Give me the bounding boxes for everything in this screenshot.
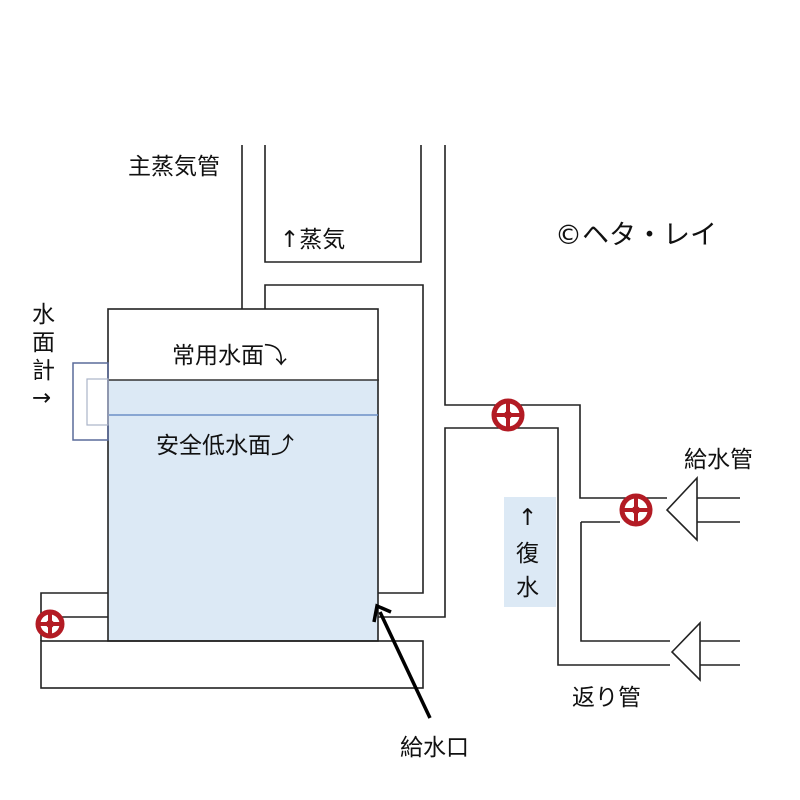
condensate-char-2: 水 bbox=[516, 575, 539, 601]
gauge-arrow: → bbox=[32, 385, 51, 411]
gauge-char-3: 計 bbox=[32, 358, 55, 384]
boiler-base bbox=[40, 640, 424, 689]
return-pipe-label: 返り管 bbox=[572, 685, 641, 711]
gauge-char-1: 水 bbox=[32, 302, 55, 328]
safe-low-water-level-label: 安全低水面⤴ bbox=[156, 433, 294, 459]
water-body bbox=[108, 380, 378, 641]
water-gauge bbox=[72, 362, 109, 441]
main-steam-pipe-label: 主蒸気管 bbox=[128, 154, 220, 180]
main-steam-pipe bbox=[241, 145, 667, 499]
normal-water-level-label: 常用水面⤵ bbox=[172, 343, 287, 369]
drain-valve-icon[interactable] bbox=[35, 609, 65, 639]
copyright-label: ©ヘタ・レイ bbox=[555, 220, 717, 251]
feed-inlet-arrow bbox=[372, 603, 432, 719]
feed-pipe-reducer bbox=[581, 475, 740, 542]
gauge-char-2: 面 bbox=[32, 330, 55, 356]
condensate-char-1: 復 bbox=[516, 541, 539, 567]
feed-valve-icon[interactable] bbox=[619, 493, 653, 527]
condensate-arrow: ↑ bbox=[518, 505, 537, 531]
feed-inlet-label: 給水口 bbox=[400, 735, 469, 761]
steam-label: ↑蒸気 bbox=[280, 227, 345, 253]
feed-pipe-label: 給水管 bbox=[684, 447, 753, 473]
steam-valve-icon[interactable] bbox=[491, 398, 525, 432]
condensate-label-bg bbox=[504, 497, 556, 607]
return-pipe-reducer bbox=[670, 621, 740, 682]
